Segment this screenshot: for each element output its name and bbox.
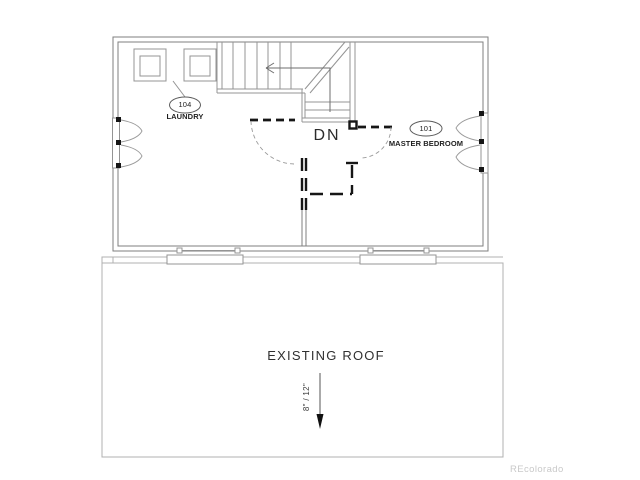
roof-label: EXISTING ROOF <box>267 348 385 363</box>
door-swing-arc <box>359 126 392 159</box>
room-label-laundry: LAUNDRY <box>166 112 204 121</box>
stairs <box>216 42 356 123</box>
walls-below-dashed <box>300 158 358 210</box>
stair-direction-arrow <box>265 62 331 112</box>
window-hinge-mark <box>116 117 121 122</box>
window-hinge-mark <box>479 111 484 116</box>
bottom-windows <box>166 247 437 265</box>
room-tag-master-bedroom: 101 <box>419 124 433 133</box>
laundry-appliances <box>133 48 217 82</box>
roof-slope-arrow <box>316 373 324 429</box>
watermark: REcolorado <box>510 464 564 475</box>
room-tag-ellipses <box>169 96 443 137</box>
window-hinge-mark <box>116 140 121 145</box>
roof-slope-label: 8" / 12" <box>302 382 311 412</box>
left-window <box>112 117 143 169</box>
window-hinge-mark <box>479 167 484 172</box>
right-window <box>455 111 489 174</box>
hall-wall-lower <box>301 210 307 246</box>
wall-end-jamb <box>348 120 358 130</box>
hall-doors <box>250 118 392 165</box>
laundry-tag-leader <box>172 80 186 98</box>
room-tag-laundry: 104 <box>178 100 192 109</box>
door-swing-arc <box>250 120 296 165</box>
window-hinge-mark <box>116 163 121 168</box>
stair-direction-label: DN <box>313 127 341 144</box>
room-label-master-bedroom: MASTER BEDROOM <box>388 139 464 148</box>
window-hinge-mark <box>479 139 484 144</box>
